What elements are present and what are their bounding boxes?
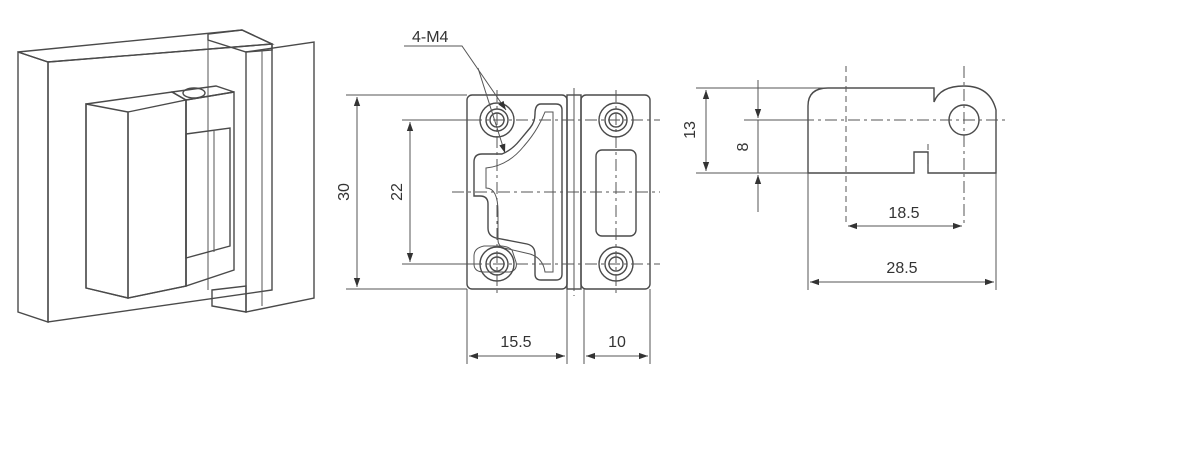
hinge-side-outline <box>807 85 997 174</box>
hinge-body <box>85 85 235 299</box>
dim-pin-leaf-width: 10 <box>608 334 626 351</box>
dim-leaf-width: 15.5 <box>500 334 531 351</box>
hinge-hole-icon <box>182 87 206 99</box>
door-frame-profile <box>17 29 315 323</box>
isometric-view <box>17 29 315 323</box>
dim-overall-height: 30 <box>336 183 353 201</box>
side-view: 13 8 18.5 28.5 <box>682 66 1006 290</box>
thread-callout: 4-M4 <box>412 29 449 46</box>
dim-overall-length: 28.5 <box>886 260 917 277</box>
dim-hole-spacing: 22 <box>389 183 406 201</box>
dim-hole-distance: 18.5 <box>888 205 919 222</box>
front-view: 4-M4 30 22 15.5 10 <box>336 29 660 364</box>
dim-side-height: 13 <box>682 121 699 139</box>
dim-pin-height: 8 <box>735 142 752 151</box>
